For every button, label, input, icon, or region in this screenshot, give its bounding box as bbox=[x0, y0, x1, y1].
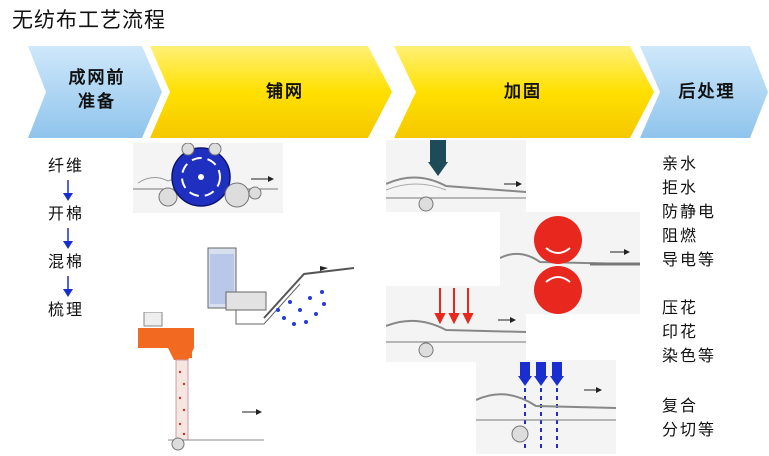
stage-label-post: 后处理 bbox=[678, 82, 736, 102]
hot-air-arrows bbox=[434, 288, 474, 325]
post-item: 阻燃 bbox=[662, 226, 699, 245]
spunlaid-illustration bbox=[138, 312, 264, 451]
down-arrow-icon bbox=[48, 228, 108, 250]
fiber-dots bbox=[276, 290, 326, 326]
down-arrow-icon bbox=[48, 276, 108, 298]
prep-step: 纤维 bbox=[48, 156, 85, 175]
post-item: 复合 bbox=[662, 396, 699, 415]
stage-chevron-post bbox=[640, 46, 768, 138]
page-title: 无纺布工艺流程 bbox=[12, 8, 166, 32]
thermal-air-illustration bbox=[386, 286, 526, 362]
prep-step: 混棉 bbox=[48, 252, 85, 271]
stage-chevron-bond bbox=[394, 46, 654, 138]
post-item: 印花 bbox=[662, 322, 699, 341]
carding-machine-illustration bbox=[133, 143, 283, 213]
stage-banner bbox=[28, 46, 768, 138]
post-item: 拒水 bbox=[662, 178, 699, 197]
post-item: 导电等 bbox=[662, 250, 717, 269]
airlaid-illustration bbox=[207, 247, 354, 326]
post-group-finishing: 亲水 拒水 防静电 阻燃 导电等 bbox=[662, 152, 762, 272]
stage-chevron-prep bbox=[28, 46, 162, 138]
stage-label-bond: 加固 bbox=[504, 82, 542, 102]
water-jet-icon bbox=[518, 362, 564, 386]
post-group-printing: 压花 印花 染色等 bbox=[662, 296, 762, 368]
post-item: 压花 bbox=[662, 298, 699, 317]
spunlace-illustration bbox=[476, 360, 616, 454]
prep-step-list: 纤维 开棉 混棉 梳理 bbox=[48, 154, 108, 324]
needlepunch-illustration bbox=[386, 140, 526, 212]
post-item: 分切等 bbox=[662, 420, 717, 439]
down-arrow-icon bbox=[48, 180, 108, 202]
stage-label-web: 铺网 bbox=[266, 82, 304, 102]
prep-step: 开棉 bbox=[48, 204, 85, 223]
stage-label-prep: 成网前 准备 bbox=[68, 68, 126, 112]
post-item: 亲水 bbox=[662, 154, 699, 173]
post-group-cutting: 复合 分切等 bbox=[662, 394, 762, 442]
prep-step: 梳理 bbox=[48, 300, 85, 319]
stage-chevron-web bbox=[150, 46, 392, 138]
post-item: 染色等 bbox=[662, 346, 717, 365]
filament-dots bbox=[178, 370, 186, 436]
post-item: 防静电 bbox=[662, 202, 717, 221]
